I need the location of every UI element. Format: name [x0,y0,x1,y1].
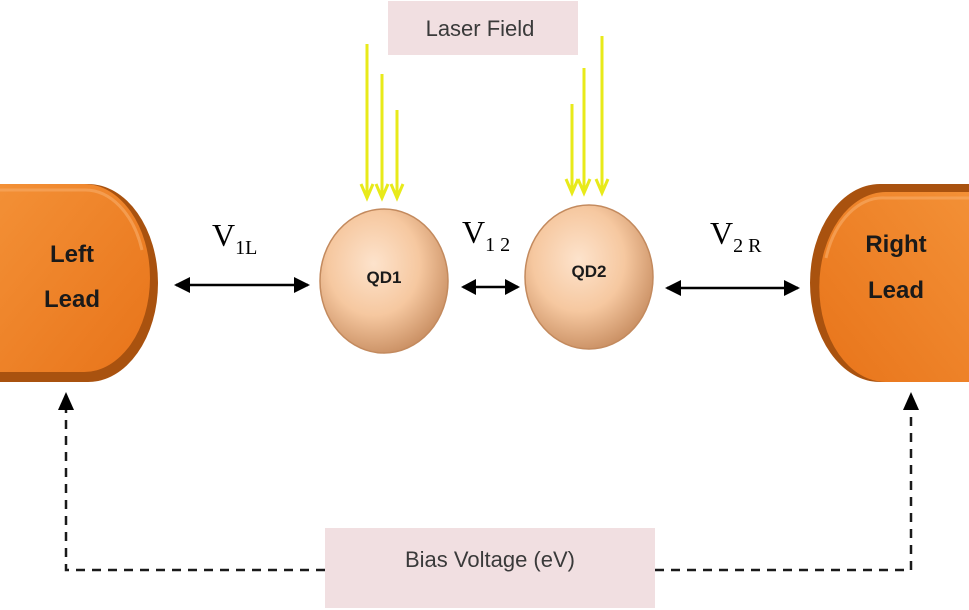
coupling-arrow-v1l [174,277,310,293]
coupling-label-v12: V1 2 [462,214,510,256]
quantum-dot-1: QD1 [319,208,449,354]
right-lead-label-line2: Lead [868,277,924,304]
bias-voltage-circuit [64,404,913,572]
laser-field-label-box: Laser Field [388,1,578,55]
left-lead-label-line2: Lead [44,286,100,313]
qd2-label: QD2 [572,262,607,281]
right-lead-bias-arrowhead [903,392,919,410]
coupling-label-v2r: V2 R [710,215,762,257]
left-lead-bias-arrowhead [58,392,74,410]
right-lead-label-line1: Right [865,231,926,258]
qd1-label: QD1 [367,268,402,287]
laser-beams-qd2 [564,36,610,197]
left-lead-label-line1: Left [50,241,94,268]
quantum-dot-2: QD2 [524,204,654,350]
laser-field-label: Laser Field [426,16,535,41]
right-lead: Right Lead [810,184,969,382]
coupling-label-v1l: V1L [212,217,257,259]
coupling-arrow-v12 [461,279,520,295]
coupling-arrow-v2r [665,280,800,296]
bias-voltage-label: Bias Voltage (eV) [405,547,575,572]
laser-beams-qd1 [359,44,405,202]
left-lead: Left Lead [0,184,158,382]
bias-voltage-label-box: Bias Voltage (eV) [325,528,655,608]
